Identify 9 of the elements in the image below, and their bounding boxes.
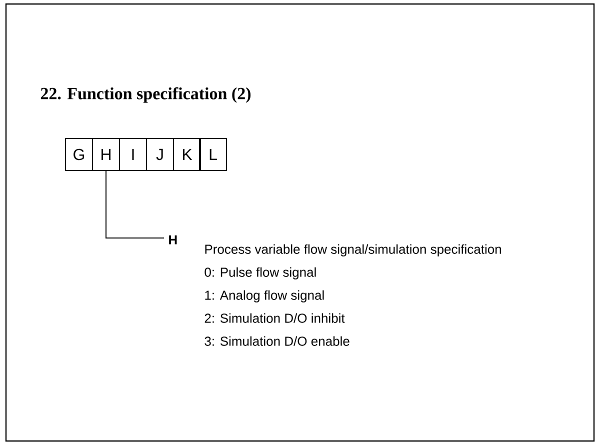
letter-box: J [146, 138, 174, 171]
heading: 22. Function specification (2) [40, 87, 251, 103]
leader-line [106, 170, 164, 238]
letter-box: G [65, 138, 93, 171]
letter-box: I [119, 138, 147, 171]
letter-box: K [173, 138, 201, 171]
letter-box: L [199, 138, 227, 171]
letter-box: H [92, 138, 120, 171]
field-description: H Process variable flow signal/simulation specification 0: Pulse flow signal 1: Analog flow signal 2: Simulation D/O inhibit 3: Simulation D/O enable [169, 235, 501, 346]
